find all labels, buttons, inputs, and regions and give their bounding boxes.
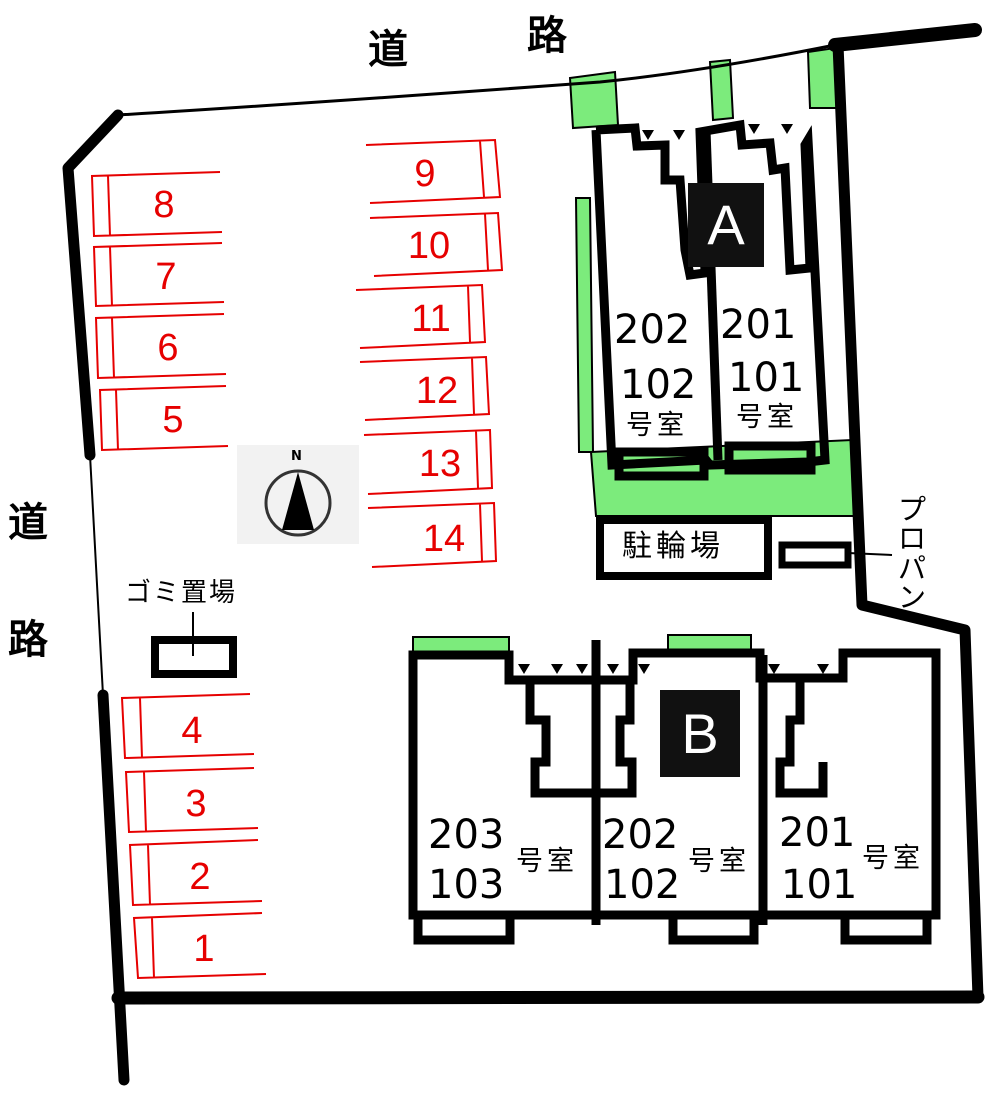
- parking-space-7: 7: [155, 256, 177, 298]
- parking-space-9: 9: [414, 153, 436, 195]
- building-b-unit-102: 102: [604, 862, 681, 908]
- parking-space-11: 11: [411, 298, 451, 340]
- parking-space-14: 14: [422, 518, 466, 560]
- propane-label: プロパン: [898, 493, 927, 615]
- garbage-area-label: ゴミ置場: [125, 578, 238, 608]
- parking-space-13: 13: [418, 443, 462, 485]
- parking-space-5: 5: [162, 399, 184, 441]
- building-b-outline: [408, 640, 941, 945]
- building-b-unit-201: 201: [779, 810, 856, 856]
- building-b-unit-103: 103: [428, 862, 505, 908]
- road-label-top-2: 路: [527, 13, 567, 59]
- compass-north-label: N: [291, 449, 302, 464]
- property-boundary: [62, 23, 985, 1086]
- building-a-label: A: [688, 183, 764, 267]
- entrance-markers-a: [642, 124, 793, 140]
- building-b-unit-101: 101: [781, 862, 858, 908]
- building-a-room-suffix-2: 号室: [736, 402, 798, 433]
- parking-space-12: 12: [415, 370, 459, 412]
- building-a-room-suffix-1: 号室: [626, 410, 688, 441]
- bicycle-parking-label: 駐輪場: [622, 529, 724, 564]
- parking-space-2: 2: [189, 856, 211, 898]
- road-label-top-1: 道: [368, 27, 408, 73]
- road-label-left-1: 道: [8, 500, 48, 546]
- entrance-markers-b: [518, 664, 829, 674]
- parking-space-4: 4: [181, 710, 203, 752]
- parking-space-6: 6: [157, 327, 179, 369]
- building-a-unit-201: 201: [720, 302, 797, 348]
- building-a-unit-202: 202: [614, 307, 691, 353]
- building-b-unit-203: 203: [428, 812, 505, 858]
- building-b-unit-202: 202: [602, 812, 679, 858]
- building-b-room-suffix-3: 号室: [862, 843, 924, 874]
- building-b-room-suffix-2: 号室: [688, 846, 750, 877]
- building-b-room-suffix-1: 号室: [516, 846, 578, 877]
- parking-space-3: 3: [185, 783, 207, 825]
- parking-lines: [90, 138, 504, 980]
- parking-space-1: 1: [193, 928, 215, 970]
- road-label-left-2: 路: [8, 617, 48, 663]
- building-a-unit-102: 102: [620, 362, 697, 408]
- building-a-unit-101: 101: [728, 355, 805, 401]
- parking-space-8: 8: [153, 184, 175, 226]
- parking-space-10: 10: [407, 225, 451, 267]
- building-b-label: B: [660, 690, 740, 777]
- north-arrow-icon: [237, 445, 359, 544]
- facility-boxes: [151, 516, 893, 678]
